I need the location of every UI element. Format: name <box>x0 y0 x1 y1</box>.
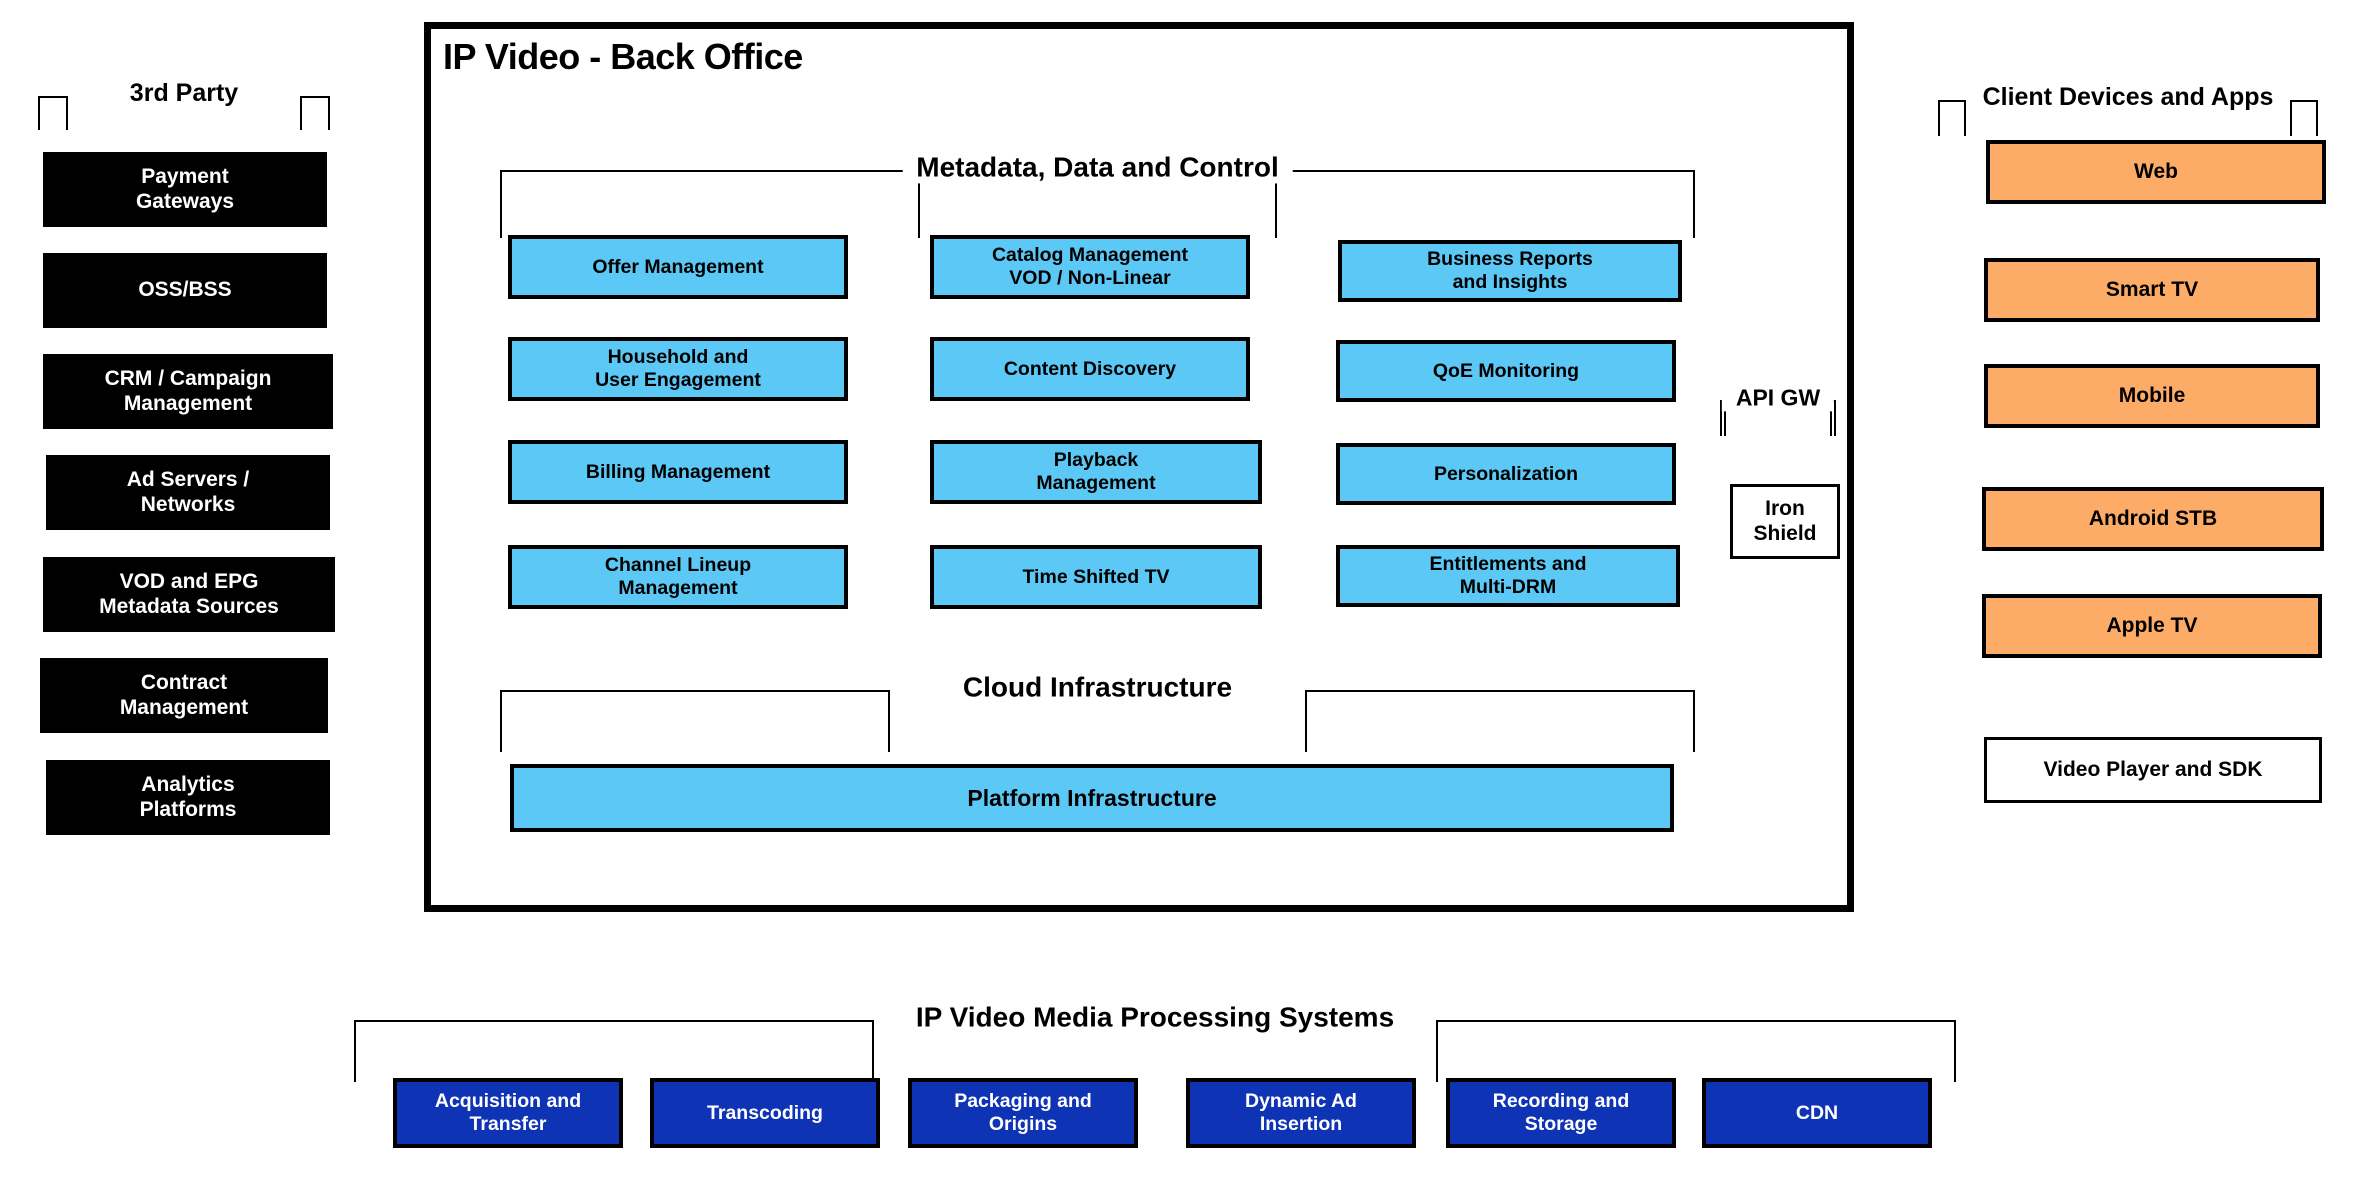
bracket-left-rule <box>500 170 920 238</box>
box-label: Mobile <box>2118 383 2186 407</box>
box-label: Video Player and SDK <box>2043 757 2263 781</box>
third-party-group-bracket: 3rd Party <box>38 79 330 130</box>
media-processing-box-recording-storage[interactable]: Recording and Storage <box>1446 1078 1676 1148</box>
bracket-left-rule <box>1938 100 1966 136</box>
client-device-apple-tv[interactable]: Apple TV <box>1982 594 2322 658</box>
third-party-item-label: Payment Gateways <box>135 165 235 213</box>
client-device-web[interactable]: Web <box>1986 140 2326 204</box>
third-party-group-label: 3rd Party <box>115 79 253 109</box>
client-device-smart-tv[interactable]: Smart TV <box>1984 258 2320 322</box>
box-label: CDN <box>1795 1101 1839 1124</box>
backoffice-box-time-shifted-tv[interactable]: Time Shifted TV <box>930 545 1262 609</box>
box-label: Billing Management <box>585 460 771 483</box>
video-player-sdk-box[interactable]: Video Player and SDK <box>1984 737 2322 803</box>
media-processing-group-label: IP Video Media Processing Systems <box>901 1001 1409 1034</box>
metadata-group-label: Metadata, Data and Control <box>902 151 1293 184</box>
backoffice-box-personalization[interactable]: Personalization <box>1336 443 1676 505</box>
cloud-infrastructure-bracket: Cloud Infrastructure <box>500 671 1695 752</box>
box-label: Personalization <box>1433 462 1579 485</box>
media-processing-group-bracket: IP Video Media Processing Systems <box>354 1001 1956 1082</box>
bracket-right-rule <box>1436 1020 1956 1082</box>
metadata-group-bracket: Metadata, Data and Control <box>500 151 1695 238</box>
backoffice-box-playback-management[interactable]: Playback Management <box>930 440 1262 504</box>
third-party-item-crm-campaign-management[interactable]: CRM / Campaign Management <box>43 354 333 429</box>
box-label: Dynamic Ad Insertion <box>1245 1090 1357 1135</box>
box-label: Playback Management <box>1036 449 1156 494</box>
box-label: Android STB <box>2088 506 2218 530</box>
third-party-item-oss-bss[interactable]: OSS/BSS <box>43 253 327 328</box>
third-party-item-label: CRM / Campaign Management <box>104 367 272 415</box>
box-label: Transcoding <box>707 1101 823 1124</box>
iron-shield-box[interactable]: Iron Shield <box>1730 484 1840 559</box>
third-party-item-analytics-platforms[interactable]: Analytics Platforms <box>46 760 330 835</box>
bracket-right-rule <box>300 96 330 130</box>
third-party-item-label: VOD and EPG Metadata Sources <box>99 570 279 618</box>
third-party-item-label: Contract Management <box>119 671 249 719</box>
box-label: Household and User Engagement <box>595 346 761 391</box>
client-devices-group-label: Client Devices and Apps <box>1968 83 2288 113</box>
backoffice-box-business-reports-insights[interactable]: Business Reports and Insights <box>1338 240 1682 302</box>
api-gateway-label: API GW <box>1721 384 1835 412</box>
box-label: Platform Infrastructure <box>967 784 1217 811</box>
backoffice-box-content-discovery[interactable]: Content Discovery <box>930 337 1250 401</box>
media-processing-box-packaging-origins[interactable]: Packaging and Origins <box>908 1078 1138 1148</box>
client-device-mobile[interactable]: Mobile <box>1984 364 2320 428</box>
box-label: Content Discovery <box>1003 357 1177 380</box>
box-label: Apple TV <box>2106 613 2198 637</box>
backoffice-box-channel-lineup-management[interactable]: Channel Lineup Management <box>508 545 848 609</box>
back-office-title: IP Video - Back Office <box>443 36 803 77</box>
third-party-item-payment-gateways[interactable]: Payment Gateways <box>43 152 327 227</box>
box-label: Catalog Management VOD / Non-Linear <box>991 244 1189 289</box>
backoffice-box-billing-management[interactable]: Billing Management <box>508 440 848 504</box>
bracket-right-rule <box>1275 170 1695 238</box>
third-party-item-label: Analytics Platforms <box>139 773 237 821</box>
bracket-right-rule <box>1305 690 1695 752</box>
client-device-android-stb[interactable]: Android STB <box>1982 487 2324 551</box>
backoffice-box-household-user-engagement[interactable]: Household and User Engagement <box>508 337 848 401</box>
third-party-item-contract-management[interactable]: Contract Management <box>40 658 328 733</box>
media-processing-box-dynamic-ad-insertion[interactable]: Dynamic Ad Insertion <box>1186 1078 1416 1148</box>
third-party-item-label: Ad Servers / Networks <box>126 468 250 516</box>
media-processing-box-cdn[interactable]: CDN <box>1702 1078 1932 1148</box>
box-label: Iron Shield <box>1753 497 1817 545</box>
bracket-left-rule <box>500 690 890 752</box>
backoffice-box-offer-management[interactable]: Offer Management <box>508 235 848 299</box>
box-label: Recording and Storage <box>1492 1090 1630 1135</box>
box-label: Web <box>2134 159 2178 183</box>
box-label: Offer Management <box>592 255 764 278</box>
box-label: Channel Lineup Management <box>604 554 752 599</box>
media-processing-box-acquisition-transfer[interactable]: Acquisition and Transfer <box>393 1078 623 1148</box>
platform-infrastructure-box[interactable]: Platform Infrastructure <box>510 764 1674 832</box>
third-party-item-ad-servers-networks[interactable]: Ad Servers / Networks <box>46 455 330 530</box>
backoffice-box-qoe-monitoring[interactable]: QoE Monitoring <box>1336 340 1676 402</box>
box-label: Packaging and Origins <box>954 1090 1092 1135</box>
cloud-infrastructure-label: Cloud Infrastructure <box>948 671 1247 704</box>
bracket-left-rule <box>354 1020 874 1082</box>
box-label: Entitlements and Multi-DRM <box>1429 553 1587 598</box>
api-gateway-bracket[interactable]: API GW <box>1720 384 1836 436</box>
media-processing-box-transcoding[interactable]: Transcoding <box>650 1078 880 1148</box>
bracket-right-rule <box>2290 100 2318 136</box>
box-label: QoE Monitoring <box>1432 359 1580 382</box>
bracket-left-rule <box>38 96 68 130</box>
backoffice-box-catalog-management[interactable]: Catalog Management VOD / Non-Linear <box>930 235 1250 299</box>
box-label: Time Shifted TV <box>1022 565 1170 588</box>
client-devices-group-bracket: Client Devices and Apps <box>1938 83 2318 136</box>
box-label: Acquisition and Transfer <box>434 1090 582 1135</box>
third-party-item-label: OSS/BSS <box>138 278 232 302</box>
box-label: Smart TV <box>2105 277 2199 301</box>
third-party-item-vod-epg-metadata-sources[interactable]: VOD and EPG Metadata Sources <box>43 557 335 632</box>
box-label: Business Reports and Insights <box>1427 248 1593 293</box>
backoffice-box-entitlements-multi-drm[interactable]: Entitlements and Multi-DRM <box>1336 545 1680 607</box>
